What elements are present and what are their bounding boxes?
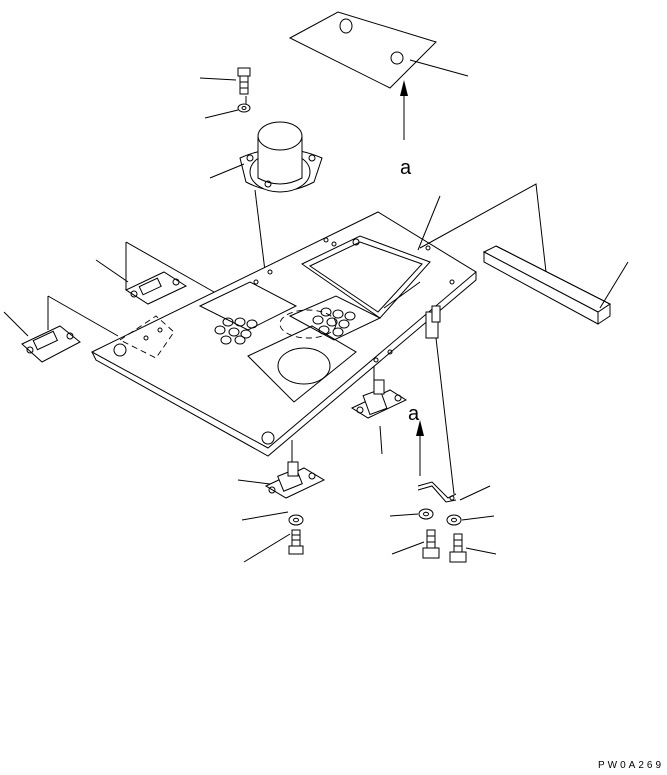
bolt-lower-left: [243, 529, 304, 563]
bolt-upper: [199, 67, 251, 95]
hinge-bottom: [237, 440, 326, 499]
floor-plate: [90, 195, 477, 457]
view-arrow-a-upper: a: [400, 80, 412, 179]
washer-lower-right: [446, 514, 495, 526]
boot-grommet: [209, 121, 323, 193]
cover-plate: [288, 11, 469, 89]
washer-lower-left: [241, 511, 304, 526]
bolt-lower-mid: [391, 529, 440, 559]
hinge-center-lower: [350, 366, 408, 455]
callout-label-a-upper: a: [400, 157, 412, 179]
l-bracket: [417, 337, 491, 503]
hole-pattern-center: [312, 307, 356, 337]
callout-label-a-lower: a: [408, 403, 420, 425]
washer-lower-mid: [389, 508, 434, 520]
drawing-code: PW0A269: [598, 760, 664, 771]
hole-pattern-left: [214, 317, 258, 345]
hinge-left-upper: [95, 241, 215, 305]
view-arrow-a-lower: a: [408, 403, 424, 476]
seal-strip: [419, 183, 629, 325]
washer-upper: [204, 103, 251, 119]
hinge-far-left: [3, 295, 119, 363]
bolt-lower-right: [449, 533, 497, 563]
